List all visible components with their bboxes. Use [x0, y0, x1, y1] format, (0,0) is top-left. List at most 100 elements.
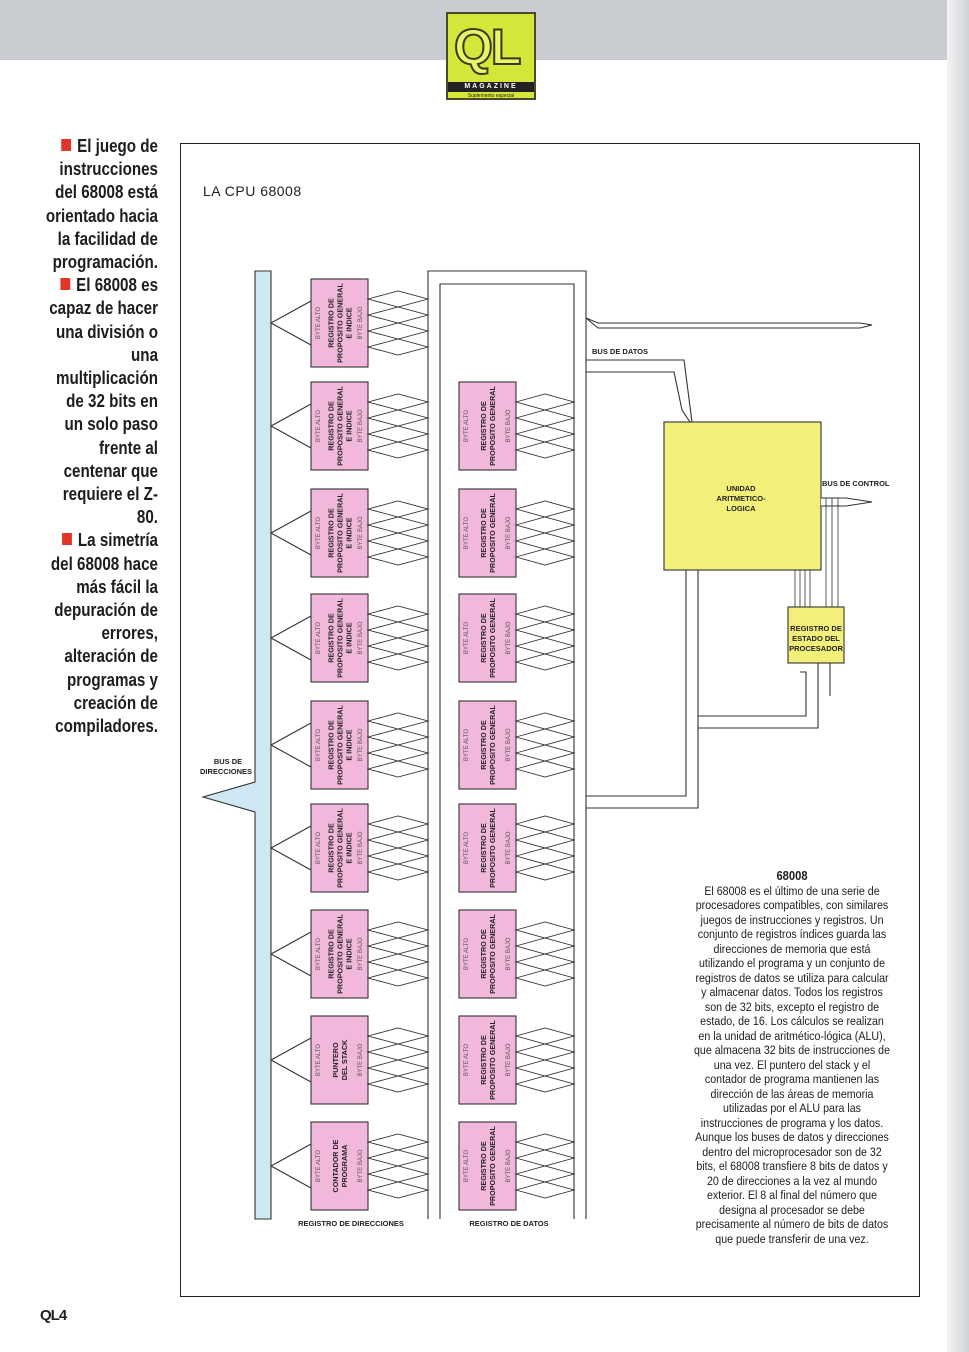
address-register-label: PROPOSITO GENERAL	[336, 914, 345, 994]
address-bus-connector	[366, 953, 430, 971]
address-bus-connector	[366, 1181, 430, 1199]
logo-subtitle: MAGAZINE	[448, 82, 534, 92]
address-bus-connector	[366, 1043, 430, 1061]
page-number: QL4	[40, 1307, 67, 1324]
data-register-box	[458, 593, 517, 683]
address-register-byte-alto: BYTE ALTO	[316, 938, 322, 970]
data-register-label: REGISTRO DE	[479, 401, 488, 451]
data-register-label: PROPOSITO GENERAL	[488, 705, 497, 785]
data-bus-connector	[514, 1075, 576, 1093]
data-register-label: REGISTRO DE	[479, 720, 488, 770]
data-bus-connector	[514, 441, 576, 459]
address-bus-connector	[366, 290, 430, 308]
data-register-label: REGISTRO DE	[479, 1035, 488, 1085]
address-register-label: E INDICE	[345, 307, 354, 338]
data-register-label: PROPOSITO GENERAL	[488, 598, 497, 678]
alu-label: LOGICA	[726, 504, 756, 513]
logo-small: Suplemento especial	[467, 93, 515, 99]
data-register-byte-alto: BYTE ALTO	[464, 517, 470, 549]
address-register-label: E INDICE	[345, 832, 354, 863]
data-register-byte-alto: BYTE ALTO	[464, 729, 470, 761]
status-feedback	[698, 663, 819, 729]
data-bus-connector	[514, 728, 576, 746]
address-register-label: E INDICE	[345, 517, 354, 548]
address-register-label: PROPOSITO GENERAL	[336, 493, 345, 573]
address-register-label: E INDICE	[345, 938, 354, 969]
address-bus-connector	[366, 548, 430, 566]
address-link	[270, 825, 312, 871]
status-feedback	[698, 671, 807, 717]
address-register-label: REGISTRO DE	[327, 298, 336, 348]
status-register-label: ESTADO DEL	[792, 634, 840, 643]
registro-datos-label: REGISTRO DE DATOS	[469, 1219, 548, 1228]
address-register-label: PROPOSITO GENERAL	[336, 598, 345, 678]
data-register-byte-alto: BYTE ALTO	[464, 832, 470, 864]
alu-return-bus	[586, 570, 687, 797]
address-bus-connector	[366, 441, 430, 459]
data-register-box	[458, 488, 517, 578]
address-register-byte-bajo: BYTE BAJO	[358, 1043, 364, 1076]
bullet-icon	[62, 533, 73, 546]
address-register-box	[310, 278, 369, 368]
bus-to-alu	[586, 359, 693, 423]
data-register-byte-bajo: BYTE BAJO	[506, 516, 512, 549]
data-bus-connector	[514, 393, 576, 411]
address-link	[270, 1037, 312, 1083]
data-bus-connector	[514, 548, 576, 566]
data-register-byte-alto: BYTE ALTO	[464, 410, 470, 442]
address-register-byte-bajo: BYTE BAJO	[358, 306, 364, 339]
alu-return-bus	[586, 570, 699, 809]
address-register-byte-bajo: BYTE BAJO	[358, 409, 364, 442]
data-register-label: REGISTRO DE	[479, 508, 488, 558]
caption-heading: 68008	[776, 868, 808, 883]
data-register-byte-bajo: BYTE BAJO	[506, 937, 512, 970]
data-register-label: PROPOSITO GENERAL	[488, 1020, 497, 1100]
address-register-byte-alto: BYTE ALTO	[316, 729, 322, 761]
address-bus-connector	[366, 637, 430, 655]
data-bus-connector	[514, 744, 576, 762]
address-bus-connector	[366, 1165, 430, 1183]
address-bus-connector	[366, 815, 430, 833]
address-register-box	[310, 593, 369, 683]
address-register-byte-bajo: BYTE BAJO	[358, 937, 364, 970]
data-register-byte-alto: BYTE ALTO	[464, 622, 470, 654]
address-bus-connector	[366, 847, 430, 865]
address-bus-connector	[366, 744, 430, 762]
data-register-label: PROPOSITO GENERAL	[488, 386, 497, 466]
data-bus-connector	[514, 532, 576, 550]
address-link	[270, 300, 312, 346]
data-register-label: REGISTRO DE	[479, 1141, 488, 1191]
address-register-byte-bajo: BYTE BAJO	[358, 728, 364, 761]
address-register-label: REGISTRO DE	[327, 929, 336, 979]
data-bus-connector	[514, 653, 576, 671]
address-bus-connector	[366, 712, 430, 730]
data-bus-connector	[514, 1149, 576, 1167]
control-bus	[821, 497, 873, 507]
data-register-byte-bajo: BYTE BAJO	[506, 728, 512, 761]
data-register-byte-bajo: BYTE BAJO	[506, 1149, 512, 1182]
data-bus-connector	[514, 621, 576, 639]
data-register-label: REGISTRO DE	[479, 929, 488, 979]
data-register-label: REGISTRO DE	[479, 613, 488, 663]
address-register-label: PROPOSITO GENERAL	[336, 705, 345, 785]
alu-box	[663, 421, 822, 571]
data-register-label: PROPOSITO GENERAL	[488, 493, 497, 573]
data-bus-connector	[514, 863, 576, 881]
data-register-box	[458, 803, 517, 893]
address-link	[270, 510, 312, 556]
data-register-box	[458, 700, 517, 790]
bullet-icon	[60, 278, 71, 291]
address-bus-connector	[366, 653, 430, 671]
address-bus-connector	[366, 409, 430, 427]
address-register-box	[310, 909, 369, 999]
address-register-label: DEL STACK	[340, 1039, 349, 1080]
data-bus-connector	[514, 1133, 576, 1151]
sidebar-notes: El juego de instrucciones del 68008 está…	[45, 134, 158, 737]
data-register-byte-alto: BYTE ALTO	[464, 1044, 470, 1076]
data-bus-connector	[514, 921, 576, 939]
address-register-label: REGISTRO DE	[327, 720, 336, 770]
data-bus-connector	[514, 969, 576, 987]
address-register-label: CONTADOR DE	[331, 1139, 340, 1192]
address-bus-connector	[366, 969, 430, 987]
